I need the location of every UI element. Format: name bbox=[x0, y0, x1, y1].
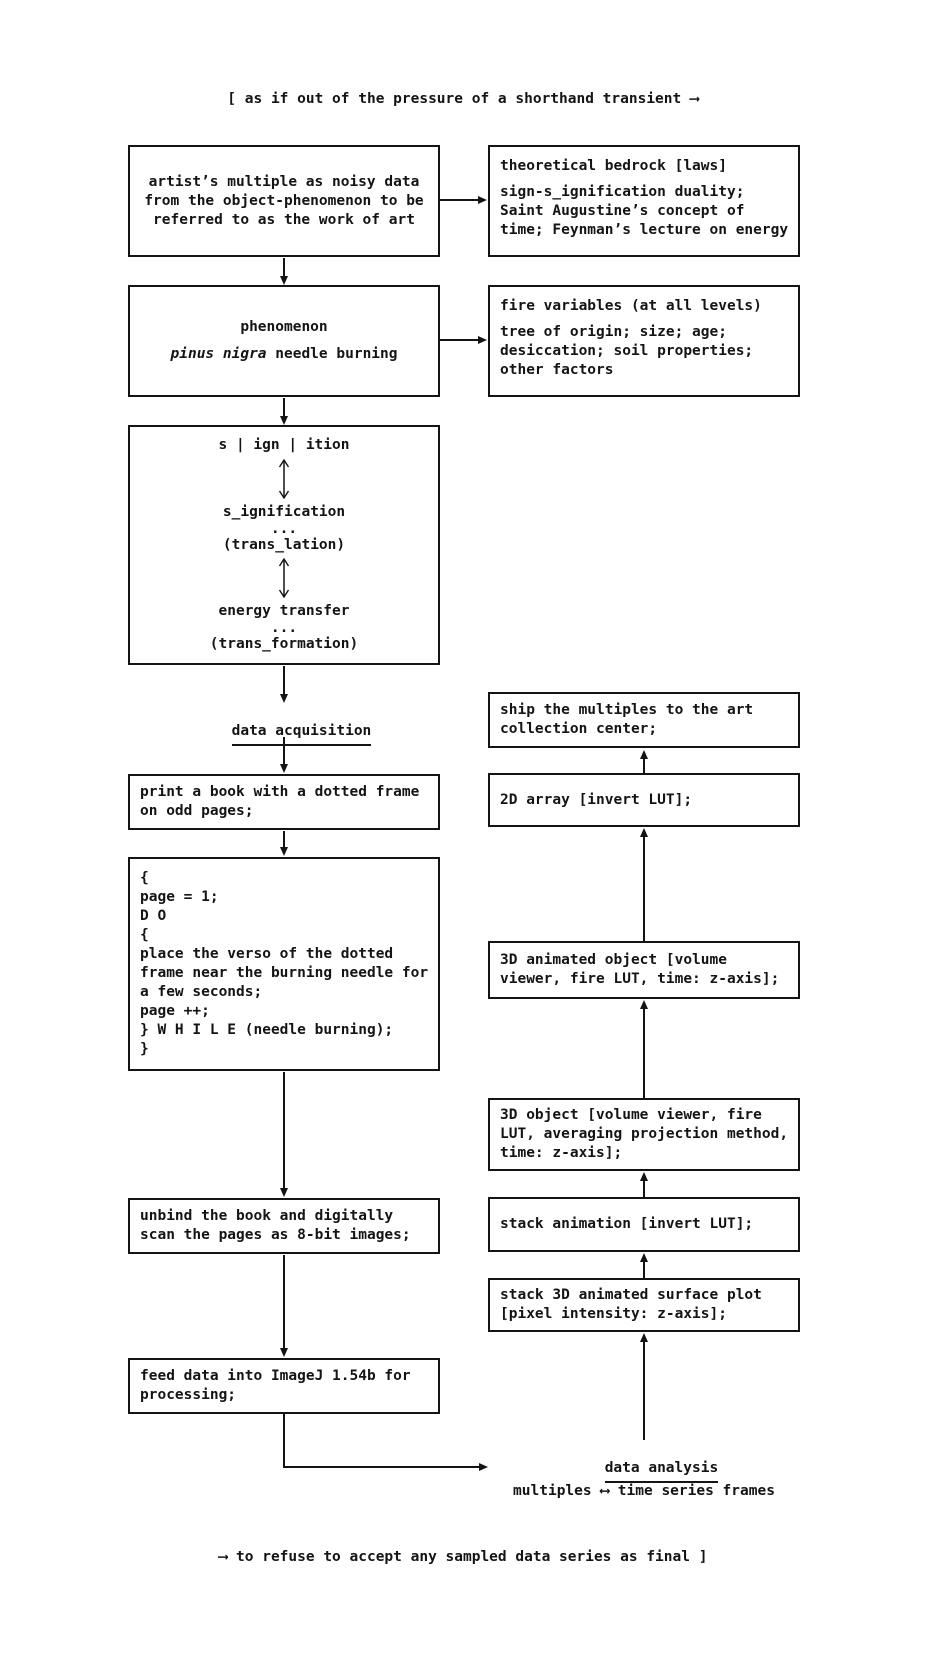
signition-top-text: s | ign | ition bbox=[218, 437, 350, 453]
arrow-3danimated-to-2darray bbox=[643, 837, 645, 941]
arrow-3dobject-to-3danimated bbox=[643, 1009, 645, 1098]
box-code-loop: { page = 1; D O { place the verso of the… bbox=[128, 857, 440, 1071]
box-signition: s | ign | ition s_ignification ... (tran… bbox=[128, 425, 440, 665]
ellipsis-text: ... bbox=[270, 620, 298, 637]
species-rest: needle burning bbox=[275, 346, 398, 362]
arrow-phenomenon-to-signition bbox=[283, 398, 285, 416]
arrow-stackanim-to-3dobject bbox=[643, 1181, 645, 1197]
feed-imagej-text: feed data into ImageJ 1.54b for processi… bbox=[140, 1368, 411, 1403]
box-stack-animation: stack animation [invert LUT]; bbox=[488, 1197, 800, 1252]
surface-plot-text: stack 3D animated surface plot [pixel in… bbox=[500, 1287, 762, 1322]
top-caption: [ as if out of the pressure of a shortha… bbox=[227, 91, 699, 107]
arrow-print-to-code bbox=[283, 831, 285, 847]
fire-variables-text: tree of origin; size; age; desiccation; … bbox=[500, 324, 754, 378]
arrow-signition-to-acquisition bbox=[283, 666, 285, 694]
data-analysis-label: data analysis bbox=[488, 1440, 800, 1502]
phenomenon-species-line: pinus nigra needle burning bbox=[171, 345, 398, 364]
multiples-timeseries-caption: multiples ⟷ time series frames bbox=[513, 1483, 775, 1499]
box-surface-plot: stack 3D animated surface plot [pixel in… bbox=[488, 1278, 800, 1332]
arrow-unbind-to-imagej bbox=[283, 1255, 285, 1348]
box-theoretical-bedrock: theoretical bedrock [laws] sign-s_ignifi… bbox=[488, 145, 800, 257]
arrow-phenomenon-to-fire bbox=[440, 339, 478, 341]
box-feed-imagej: feed data into ImageJ 1.54b for processi… bbox=[128, 1358, 440, 1414]
artists-multiple-text: artist’s multiple as noisy data from the… bbox=[144, 173, 424, 228]
arrow-imagej-elbow-vertical bbox=[283, 1414, 285, 1468]
fire-variables-heading: fire variables (at all levels) bbox=[500, 298, 762, 314]
arrow-2darray-to-ship bbox=[643, 759, 645, 773]
theoretical-heading: theoretical bedrock [laws] bbox=[500, 158, 727, 174]
arrow-analysis-to-surfaceplot bbox=[643, 1342, 645, 1440]
box-fire-variables: fire variables (at all levels) tree of o… bbox=[488, 285, 800, 397]
data-acquisition-label: data acquisition bbox=[128, 703, 440, 765]
bidirectional-arrow-icon bbox=[278, 558, 290, 599]
box-print-book: print a book with a dotted frame on odd … bbox=[128, 774, 440, 830]
code-loop-text: { page = 1; D O { place the verso of the… bbox=[140, 870, 429, 1057]
box-3d-animated-object: 3D animated object [volume viewer, fire … bbox=[488, 941, 800, 999]
transformation-text: (trans_formation) bbox=[209, 636, 359, 652]
box-phenomenon: phenomenon pinus nigra needle burning bbox=[128, 285, 440, 397]
arrow-surfaceplot-to-stackanim bbox=[643, 1262, 645, 1278]
box-3d-object: 3D object [volume viewer, fire LUT, aver… bbox=[488, 1098, 800, 1171]
data-analysis-text: data analysis bbox=[604, 1459, 719, 1483]
arrow-imagej-elbow-horizontal bbox=[283, 1466, 479, 1468]
2d-array-text: 2D array [invert LUT]; bbox=[500, 791, 693, 808]
box-artists-multiple: artist’s multiple as noisy data from the… bbox=[128, 145, 440, 257]
box-unbind-scan: unbind the book and digitally scan the p… bbox=[128, 1198, 440, 1254]
signification-text: s_ignification bbox=[222, 503, 346, 520]
box-2d-array: 2D array [invert LUT]; bbox=[488, 773, 800, 827]
bidirectional-arrow-icon bbox=[278, 458, 290, 500]
arrow-artists-to-phenomenon bbox=[283, 258, 285, 276]
species-italic: pinus nigra bbox=[170, 346, 267, 362]
translation-text: (trans_lation) bbox=[222, 536, 346, 553]
data-acquisition-text: data acquisition bbox=[231, 722, 372, 746]
theoretical-text: sign-s_ignification duality; Saint Augus… bbox=[500, 184, 789, 238]
stack-animation-text: stack animation [invert LUT]; bbox=[500, 1216, 754, 1232]
phenomenon-title: phenomenon bbox=[240, 319, 328, 335]
3d-animated-object-text: 3D animated object [volume viewer, fire … bbox=[500, 952, 780, 987]
energy-transfer-text: energy transfer bbox=[218, 603, 350, 620]
unbind-scan-text: unbind the book and digitally scan the p… bbox=[140, 1208, 411, 1243]
ellipsis-text: ... bbox=[270, 520, 298, 537]
arrow-acquisition-to-print bbox=[283, 737, 285, 764]
box-ship-multiples: ship the multiples to the art collection… bbox=[488, 692, 800, 748]
bottom-caption: ⟶ to refuse to accept any sampled data s… bbox=[218, 1549, 708, 1565]
3d-object-text: 3D object [volume viewer, fire LUT, aver… bbox=[500, 1107, 789, 1161]
arrow-code-to-unbind bbox=[283, 1072, 285, 1188]
ship-multiples-text: ship the multiples to the art collection… bbox=[500, 702, 754, 737]
print-book-text: print a book with a dotted frame on odd … bbox=[140, 784, 420, 819]
arrow-artists-to-theoretical bbox=[440, 199, 478, 201]
